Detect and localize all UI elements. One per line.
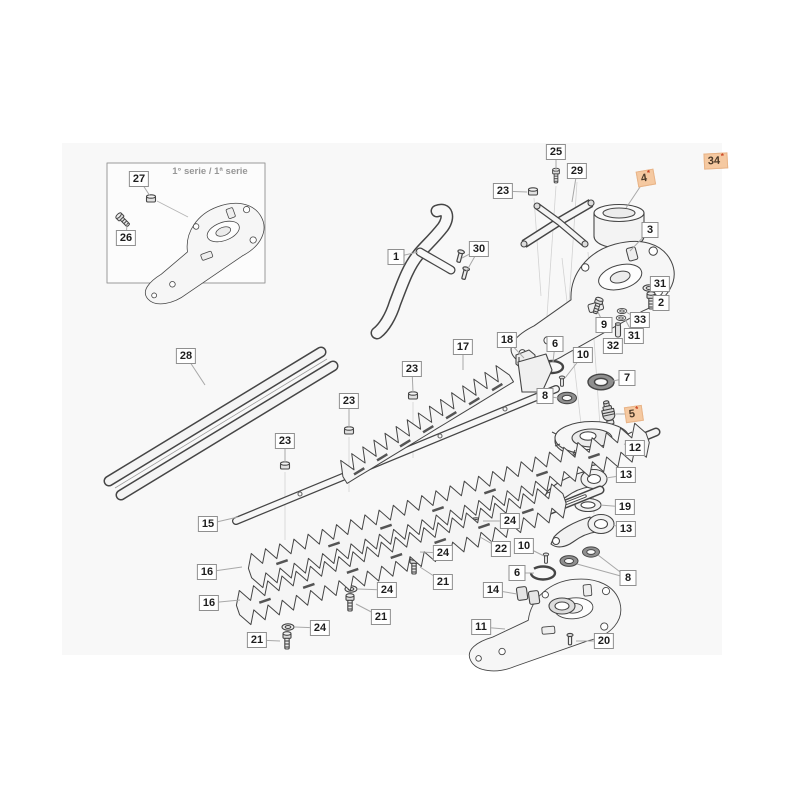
callout-28[interactable]: 28 [175,348,197,364]
washer-24d [281,623,295,631]
blade-slot [491,382,503,392]
blade-slot [521,507,534,515]
pin-32 [614,322,622,338]
callout-23[interactable]: 23 [338,393,360,409]
callout-21[interactable]: 21 [246,632,268,648]
screw-20 [566,632,574,646]
part-16-blade-upper [247,422,650,589]
nut-23b [407,391,419,400]
callout-5[interactable]: 5* [623,405,645,424]
blade-slot [535,470,549,477]
callout-6[interactable]: 6 [508,565,526,581]
blade-slot [353,467,365,476]
nut-23a [527,187,539,196]
callout-24[interactable]: 24 [432,545,454,561]
callout-2[interactable]: 2 [652,295,670,311]
nut-23c [343,426,355,435]
callout-17[interactable]: 17 [452,339,474,355]
callout-22[interactable]: 22 [490,541,512,557]
part-17-endplate [517,353,553,393]
part-4-drum [593,203,645,249]
callout-24[interactable]: 24 [499,513,521,529]
blade-slot [431,505,445,513]
part-28-guard [103,346,339,501]
part-8a-bearing [556,391,578,405]
callout-7[interactable]: 7 [618,370,636,386]
blade-slot [587,452,601,460]
callout-23[interactable]: 23 [492,183,514,199]
blade-slot [275,559,289,566]
callout-1[interactable]: 1 [387,249,405,265]
callout-19[interactable]: 19 [614,499,636,515]
blade-slot [468,396,480,406]
callout-13[interactable]: 13 [615,467,637,483]
callout-13[interactable]: 13 [615,521,637,537]
callout-10[interactable]: 10 [513,538,535,554]
callout-29[interactable]: 29 [566,163,588,179]
callout-8[interactable]: 8 [536,388,554,404]
callout-9[interactable]: 9 [595,317,613,333]
washer-31b [615,315,627,321]
blade-slot [434,537,447,545]
blade-slot [445,411,457,420]
blade-slot [477,522,491,530]
screw-10a [558,375,566,387]
callout-31[interactable]: 31 [649,276,671,292]
nut-23d [279,461,291,470]
callout-8[interactable]: 8 [619,570,637,586]
callout-27[interactable]: 27 [128,171,150,187]
part-29-bracket [520,199,595,248]
blade-slot [483,488,497,495]
callout-15[interactable]: 15 [197,516,219,532]
inset-caption: 1° serie / 1ª serie [172,166,248,177]
screw-10b [542,552,550,564]
blade-slot [258,597,272,604]
blade-slot [379,523,393,530]
callout-20[interactable]: 20 [593,633,615,649]
blade-slot [399,439,411,448]
callout-21[interactable]: 21 [370,609,392,625]
callout-23[interactable]: 23 [274,433,296,449]
callout-30[interactable]: 30 [468,241,490,257]
washer-33 [616,308,628,314]
callout-32[interactable]: 32 [602,338,624,354]
blade-slot [422,425,434,434]
callout-24[interactable]: 24 [309,620,331,636]
callout-31[interactable]: 31 [623,328,645,344]
callout-10[interactable]: 10 [572,347,594,363]
blades [235,365,650,626]
callout-11[interactable]: 11 [471,619,491,635]
part-7-bearing [587,373,615,391]
callout-25[interactable]: 25 [545,144,567,160]
part-1-tube [370,203,456,340]
blade-slot [390,552,403,560]
callout-14[interactable]: 14 [482,582,504,598]
callout-16[interactable]: 16 [198,595,220,611]
callout-26[interactable]: 26 [115,230,137,246]
part-14-clip [515,586,541,605]
blade-slot [327,541,341,548]
callout-4[interactable]: 4* [635,168,657,188]
part-15-rail [232,385,560,525]
part-13b-rod [550,513,615,548]
part-8c-bearing [582,546,600,558]
callout-18[interactable]: 18 [496,332,518,348]
callout-34[interactable]: 34* [703,152,729,170]
blade-slot [346,567,359,575]
part-5-grease-fitting [601,400,616,426]
blade-slot [376,453,388,462]
part-17-blade [340,365,514,484]
blade-slot [302,582,315,589]
callout-6[interactable]: 6 [546,336,564,352]
part-8b-bearing [559,555,579,567]
callout-3[interactable]: 3 [641,222,659,238]
callout-21[interactable]: 21 [432,574,454,590]
callout-24[interactable]: 24 [376,582,398,598]
callout-23[interactable]: 23 [401,361,423,377]
nut-27 [145,194,157,203]
callout-33[interactable]: 33 [629,312,651,328]
callout-12[interactable]: 12 [624,440,646,456]
callout-16[interactable]: 16 [196,564,218,580]
